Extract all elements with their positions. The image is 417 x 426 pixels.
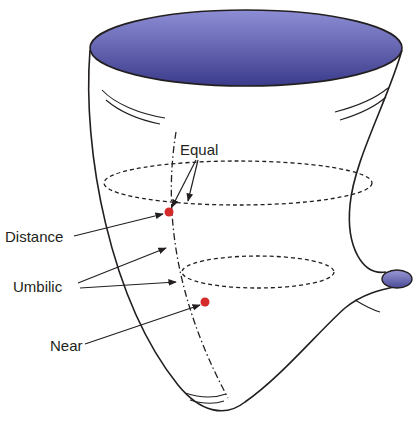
point xyxy=(165,208,174,217)
callout-label: Equal xyxy=(180,142,218,157)
callout-label: Distance xyxy=(5,229,63,244)
callout-label: Near xyxy=(50,338,83,353)
shading-lines xyxy=(102,88,388,403)
cross-section xyxy=(104,161,372,205)
cross-section xyxy=(182,256,334,288)
umbilic-line xyxy=(171,132,228,398)
tail-opening xyxy=(382,270,412,288)
top-opening xyxy=(90,10,402,86)
surface-outline xyxy=(89,50,402,411)
leader-arrows xyxy=(74,160,200,344)
callout-label: Umbilic xyxy=(13,279,62,294)
point xyxy=(201,298,210,307)
